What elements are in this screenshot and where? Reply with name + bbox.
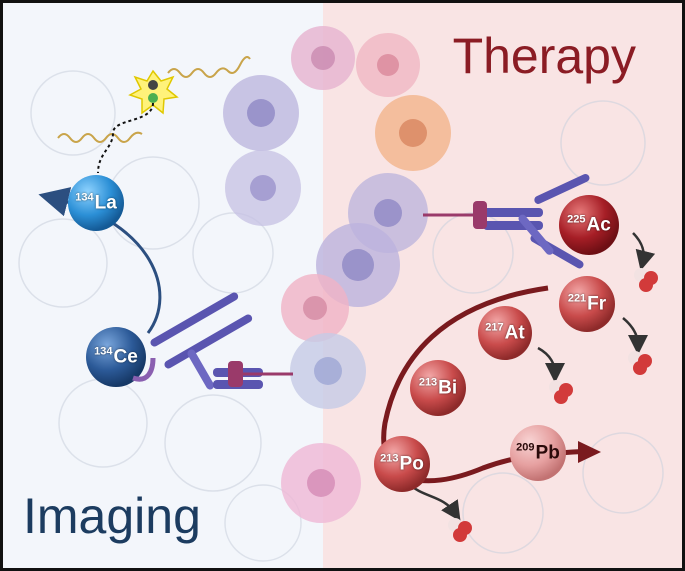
therapy-title: Therapy <box>452 28 636 84</box>
tumor-cell-icon <box>30 70 116 156</box>
alpha-particle-icon <box>634 268 658 292</box>
isotope-sphere-ce134 <box>86 327 146 387</box>
isotope-label-at217: 217At <box>485 321 525 344</box>
isotope-label-pb209: 209Pb <box>516 441 560 464</box>
tumor-cell-icon <box>224 484 302 562</box>
chelator-icon <box>132 357 156 382</box>
isotope-sphere-at217 <box>478 306 532 360</box>
isotope-label-ac225: 225Ac <box>567 213 611 236</box>
tumor-cell-icon <box>462 472 544 554</box>
antibody-icon <box>150 292 263 390</box>
isotope-label-po213: 213Po <box>380 452 424 475</box>
isotope-sphere-fr221 <box>559 276 615 332</box>
alpha-particle-icon <box>448 518 472 542</box>
tumor-cells <box>223 26 451 523</box>
tumor-cell-icon <box>18 218 108 308</box>
isotope-label-la134: 134La <box>75 191 117 214</box>
alpha-emission-arrow <box>622 317 648 355</box>
diagram-canvas <box>18 26 664 562</box>
alpha-emission-arrow <box>632 232 656 271</box>
alpha-particle-icon <box>549 380 573 404</box>
isotope-sphere-pb209 <box>510 425 566 481</box>
tumor-cell-icon <box>164 394 262 492</box>
gamma-photon-icon <box>57 56 251 174</box>
alpha-particle-icon <box>628 351 652 375</box>
isotope-label-fr221: 221Fr <box>567 292 607 315</box>
tumor-cell-icon <box>560 100 646 186</box>
alpha-emission-arrow <box>537 346 565 383</box>
isotope-label-ce134: 134Ce <box>94 345 138 368</box>
tumor-cell-icon <box>582 432 664 514</box>
isotope-label-bi213: 213Bi <box>418 376 458 399</box>
linker-icon <box>473 201 487 229</box>
isotope-sphere-po213 <box>374 436 430 492</box>
isotope-sphere-ac225 <box>559 195 619 255</box>
antibody-icon <box>483 173 590 269</box>
imaging-title: Imaging <box>23 488 201 544</box>
decay-chain-arrowhead <box>578 441 601 463</box>
linker-icon <box>228 361 243 387</box>
isotope-sphere-la134 <box>68 175 124 231</box>
tumor-cell-icon <box>58 378 148 468</box>
isotope-sphere-bi213 <box>410 360 466 416</box>
